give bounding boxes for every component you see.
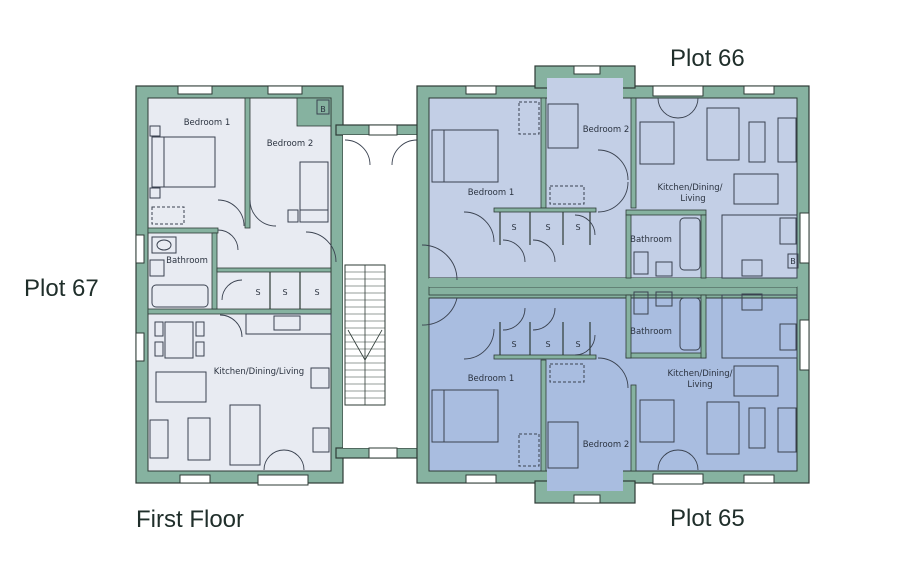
basin (655, 261, 673, 277)
room-label-kitchen: Kitchen/Dining/Living (214, 367, 304, 377)
sofa (229, 404, 261, 466)
room-label-kitchen: Kitchen/Dining/ (667, 369, 732, 379)
room-label-kitchen: Kitchen/Dining/ (657, 183, 722, 193)
room-label-bedroom-1: Bedroom 1 (184, 118, 231, 128)
storage-label: S (314, 288, 319, 297)
storage-label: S (575, 223, 580, 232)
sideboard (149, 419, 169, 459)
boiler-label: B (320, 105, 326, 114)
hob (741, 293, 763, 311)
kitchen-counter (721, 214, 798, 279)
plot-67-label: Plot 67 (24, 275, 99, 302)
single-bed (547, 421, 579, 469)
storage-label: S (575, 340, 580, 349)
sink (273, 315, 301, 331)
sink (779, 217, 797, 245)
kitchen-counter (245, 313, 332, 335)
window (177, 85, 213, 95)
window (267, 85, 303, 95)
bathtub (679, 297, 701, 351)
room-label-bedroom-2: Bedroom 2 (583, 440, 630, 450)
room-label-bedroom-2: Bedroom 2 (583, 125, 630, 135)
storage-label: S (511, 223, 516, 232)
boiler (316, 99, 330, 115)
room-label-kitchen: Living (680, 194, 705, 204)
room-label-bedroom-2: Bedroom 2 (267, 139, 314, 149)
plot-66-floor (428, 97, 798, 279)
toilet (633, 291, 649, 315)
plot-67-block (135, 85, 344, 486)
storage-label: S (545, 340, 550, 349)
dining-table (639, 399, 675, 443)
wardrobe (151, 206, 185, 225)
storage-label: S (511, 340, 516, 349)
sofa (733, 173, 779, 205)
hob (310, 367, 330, 389)
dining-table (164, 321, 194, 359)
sofa (706, 401, 740, 455)
window (135, 332, 145, 362)
plot-65-label: Plot 65 (670, 505, 745, 532)
sofa (706, 107, 740, 161)
boiler (787, 253, 799, 269)
window (135, 234, 145, 264)
common-stairwell (335, 124, 429, 459)
room-label-kitchen: Living (687, 380, 712, 390)
kitchen-counter (721, 294, 798, 359)
window (179, 474, 211, 484)
balcony-door (257, 474, 309, 486)
room-label-bathroom: Bathroom (630, 235, 672, 245)
bathtub (679, 217, 701, 271)
storage-label: S (255, 288, 260, 297)
sofa (733, 365, 779, 397)
room-label-bedroom-1: Bedroom 1 (468, 188, 515, 198)
basin (655, 291, 673, 307)
toilet (633, 251, 649, 275)
hob (741, 259, 763, 277)
storage-label: S (545, 223, 550, 232)
boiler-label: B (790, 257, 796, 266)
room-label-bathroom: Bathroom (630, 327, 672, 337)
room-label-bathroom: Bathroom (166, 256, 208, 266)
coffee-table (187, 417, 211, 461)
right-block (416, 65, 810, 504)
dining-table (639, 121, 675, 165)
plot-66-label: Plot 66 (670, 45, 745, 72)
floor-label: First Floor (136, 506, 244, 533)
bathtub (151, 284, 209, 308)
single-bed (547, 103, 579, 149)
sink (779, 323, 797, 351)
sofa (155, 371, 207, 403)
toilet (151, 236, 177, 254)
room-label-bedroom-1: Bedroom 1 (468, 374, 515, 384)
fridge (312, 427, 330, 453)
storage-label: S (282, 288, 287, 297)
basin (149, 259, 165, 277)
